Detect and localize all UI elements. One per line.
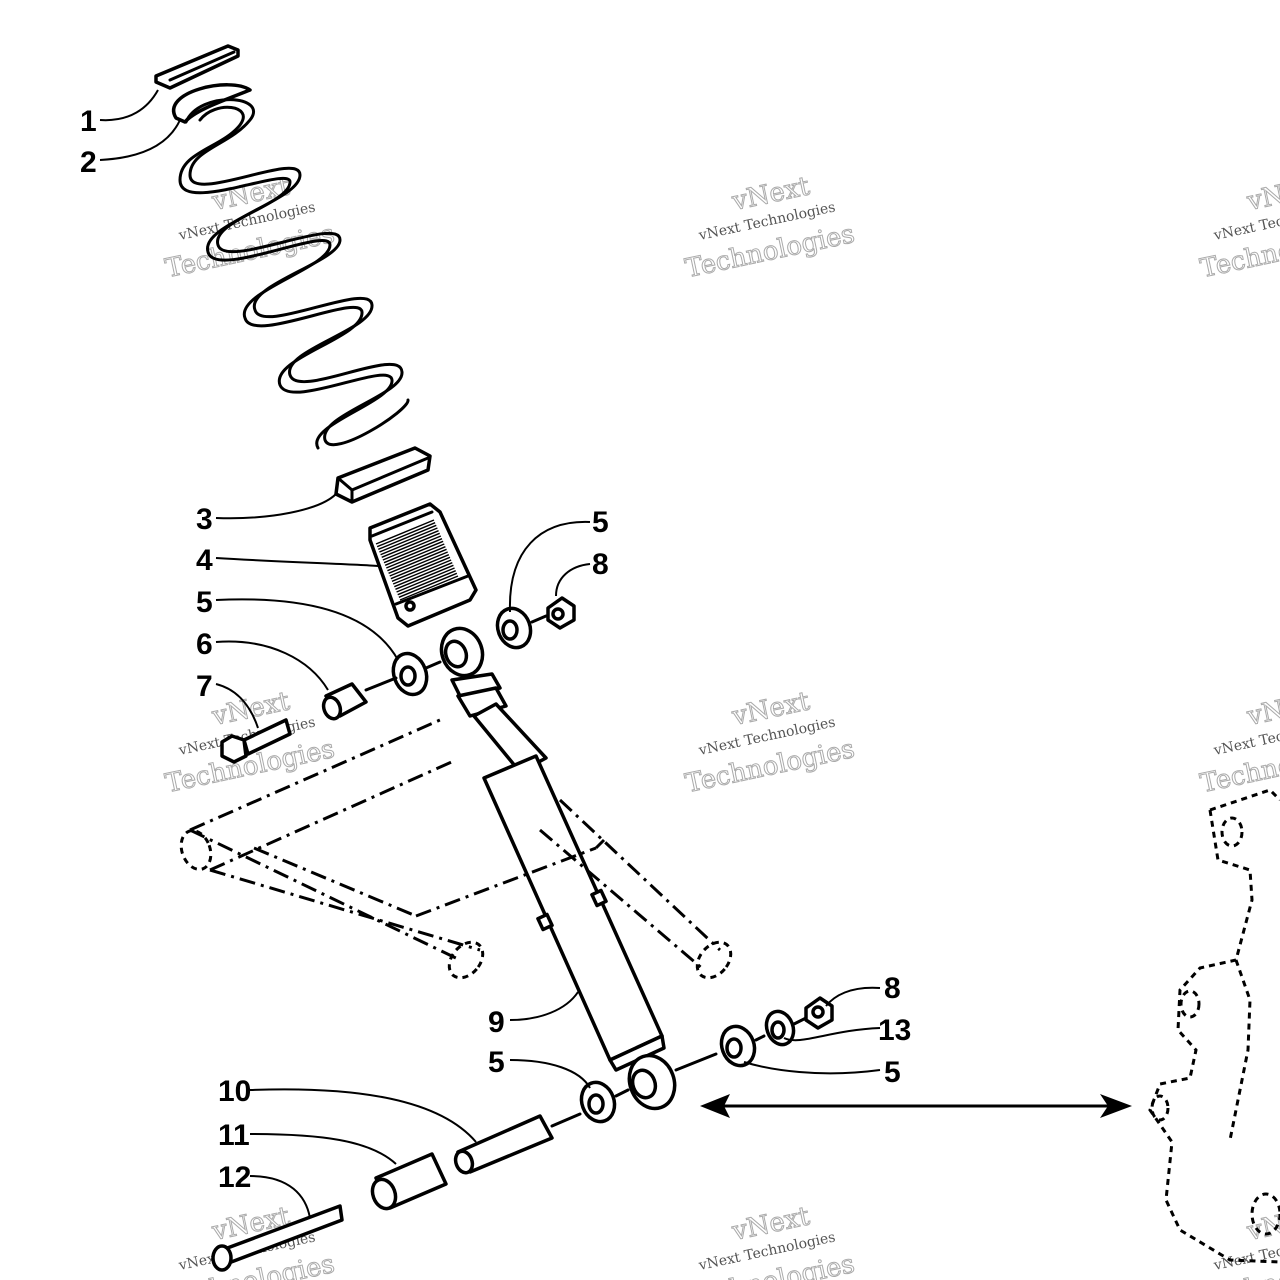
- collar-thread-line: [380, 530, 439, 556]
- collar-thread-line: [396, 567, 455, 593]
- callout-13: 13: [878, 1014, 911, 1047]
- collar-thread-line: [383, 538, 443, 564]
- callout-5-upper-right: 5: [592, 506, 609, 539]
- collar-thread-line: [382, 535, 442, 561]
- callout-5-upper-left: 5: [196, 586, 213, 619]
- bushing-lower-left: [579, 1080, 617, 1124]
- collar-thread-line: [394, 562, 453, 588]
- callout-labels: 1 2 3 4 5 5 6 7 8 8 9 5 13 5 10 11 12: [80, 105, 911, 1194]
- watermark-text: vNext: [1244, 1201, 1280, 1247]
- double-arrow: [700, 1094, 1132, 1118]
- axis-line-lower: [550, 1016, 808, 1128]
- bushing-upper-right: [495, 606, 533, 650]
- callout-11: 11: [218, 1119, 250, 1152]
- threaded-collar: [368, 502, 478, 628]
- spacer-upper: [321, 682, 368, 721]
- bolt-upper: [220, 718, 292, 764]
- collar-thread-line: [391, 556, 451, 582]
- collar-thread-line: [389, 551, 448, 577]
- nut-upper: [546, 596, 576, 630]
- spindle-phantom: [1148, 788, 1280, 1264]
- collar-thread-line: [376, 522, 436, 548]
- collar-thread-line: [379, 527, 438, 553]
- spring-seat: [334, 446, 432, 504]
- a-arm-phantom: [179, 718, 733, 980]
- shock-absorber-body: [472, 702, 677, 1111]
- axis-line-upper: [364, 614, 548, 692]
- collar-thread-line: [387, 546, 446, 572]
- collar-thread-line: [388, 548, 447, 574]
- bolt-lower: [211, 1204, 344, 1272]
- callout-3: 3: [196, 503, 213, 536]
- callout-4: 4: [196, 544, 213, 577]
- sleeve-lower: [453, 1114, 554, 1175]
- collar-thread-line: [390, 554, 450, 580]
- callout-12: 12: [218, 1161, 251, 1194]
- coil-spring: [171, 83, 410, 450]
- callout-9: 9: [488, 1006, 505, 1039]
- callout-8-upper: 8: [592, 548, 609, 581]
- callout-5-lower-left: 5: [488, 1046, 505, 1079]
- callout-7: 7: [196, 670, 213, 703]
- spacer-lower: [370, 1152, 448, 1211]
- leader-lines: [99, 89, 881, 1219]
- callout-8-lower: 8: [884, 972, 901, 1005]
- callout-5-lower-right: 5: [884, 1056, 901, 1089]
- collar-thread-line: [395, 564, 454, 590]
- watermark-text: vNext: [1244, 171, 1280, 217]
- callout-10: 10: [218, 1075, 251, 1108]
- bushing-lower-right: [719, 1024, 757, 1068]
- callout-1: 1: [80, 105, 97, 138]
- collar-thread-line: [381, 532, 440, 558]
- collar-thread-line: [392, 559, 452, 585]
- collar-thread-line: [384, 540, 444, 566]
- collar-thread-line: [386, 543, 445, 569]
- upper-shock-eyelet: [439, 626, 508, 718]
- collar-thread-line: [378, 524, 437, 550]
- callout-6: 6: [196, 628, 213, 661]
- watermark-text: vNext: [1244, 686, 1280, 732]
- collar-thread-line: [398, 572, 458, 598]
- collar-thread-line: [399, 575, 459, 601]
- spring-retainer-top: [154, 44, 240, 90]
- callout-2: 2: [80, 146, 97, 179]
- washer-lower: [764, 1009, 796, 1047]
- collar-thread-line: [397, 570, 456, 596]
- bushing-upper-left: [391, 651, 429, 697]
- collar-thread-line: [375, 519, 435, 545]
